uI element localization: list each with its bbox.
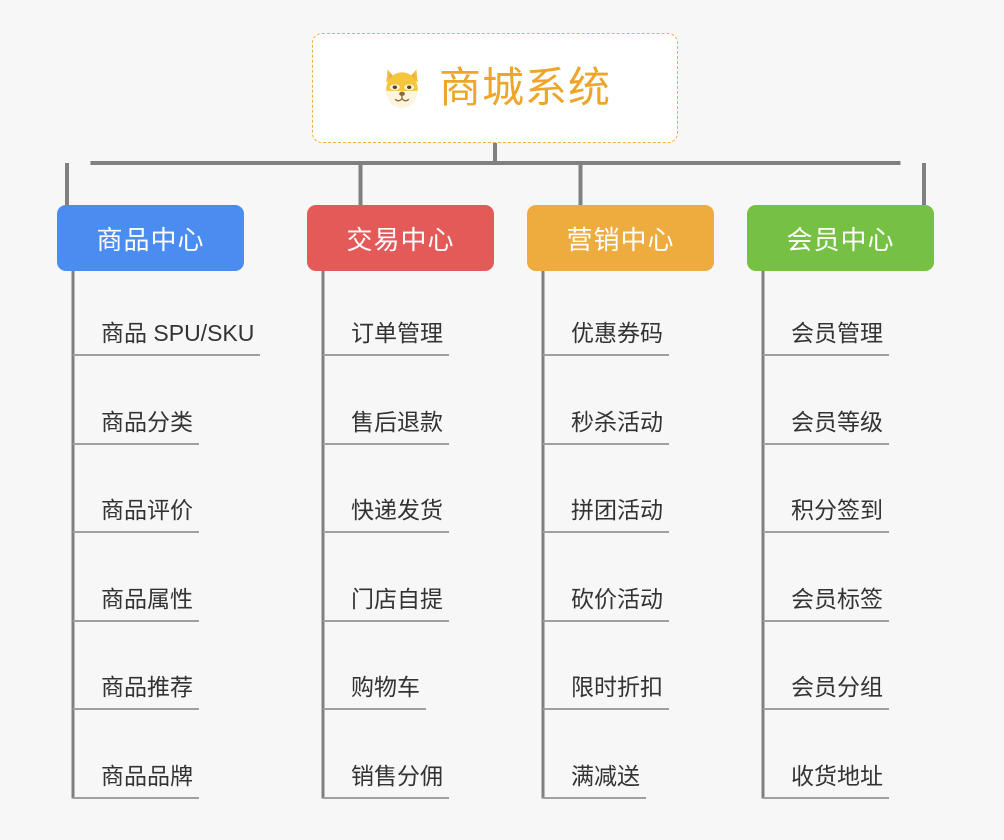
leaf-item-label: 快递发货 bbox=[323, 495, 449, 533]
leaf-item[interactable]: 限时折扣 bbox=[543, 664, 669, 710]
leaf-item-label: 售后退款 bbox=[323, 407, 449, 445]
leaf-item-label: 会员标签 bbox=[763, 584, 889, 622]
leaf-item-label: 商品分类 bbox=[73, 407, 199, 445]
leaf-item-label: 商品 SPU/SKU bbox=[73, 318, 261, 356]
category-header-member-center[interactable]: 会员中心 bbox=[747, 205, 934, 271]
leaf-item[interactable]: 商品属性 bbox=[73, 576, 199, 622]
leaf-item-label: 商品属性 bbox=[73, 584, 199, 622]
leaf-item-label: 购物车 bbox=[323, 672, 426, 710]
leaf-item-label: 商品品牌 bbox=[73, 761, 199, 799]
leaf-item-label: 优惠券码 bbox=[543, 318, 669, 356]
leaf-item[interactable]: 秒杀活动 bbox=[543, 399, 669, 445]
leaf-item[interactable]: 会员管理 bbox=[763, 310, 889, 356]
leaf-item-label: 销售分佣 bbox=[323, 761, 449, 799]
leaf-item-label: 门店自提 bbox=[323, 584, 449, 622]
leaf-item[interactable]: 拼团活动 bbox=[543, 487, 669, 533]
leaf-item[interactable]: 会员等级 bbox=[763, 399, 889, 445]
leaf-item[interactable]: 商品推荐 bbox=[73, 664, 199, 710]
leaf-item[interactable]: 商品评价 bbox=[73, 487, 199, 533]
shiba-dog-icon bbox=[386, 69, 418, 109]
leaf-item-label: 订单管理 bbox=[323, 318, 449, 356]
leaf-item[interactable]: 订单管理 bbox=[323, 310, 449, 356]
leaf-item-label: 秒杀活动 bbox=[543, 407, 669, 445]
category-header-label: 交易中心 bbox=[346, 224, 455, 255]
category-header-label: 会员中心 bbox=[786, 224, 895, 255]
leaf-item[interactable]: 销售分佣 bbox=[323, 753, 449, 799]
leaf-item[interactable]: 会员标签 bbox=[763, 576, 889, 622]
leaf-item[interactable]: 砍价活动 bbox=[543, 576, 669, 622]
root-node[interactable]: 商城系统 bbox=[312, 33, 678, 143]
leaf-item[interactable]: 满减送 bbox=[543, 753, 646, 799]
leaf-item-label: 满减送 bbox=[543, 761, 646, 799]
leaf-item-label: 拼团活动 bbox=[543, 495, 669, 533]
leaf-item-label: 会员管理 bbox=[763, 318, 889, 356]
category-header-marketing-center[interactable]: 营销中心 bbox=[527, 205, 714, 271]
leaf-item-label: 商品推荐 bbox=[73, 672, 199, 710]
leaf-item-label: 商品评价 bbox=[73, 495, 199, 533]
leaf-item[interactable]: 商品 SPU/SKU bbox=[73, 310, 261, 356]
leaf-item-label: 会员等级 bbox=[763, 407, 889, 445]
leaf-item[interactable]: 购物车 bbox=[323, 664, 426, 710]
leaf-item-label: 收货地址 bbox=[763, 761, 889, 799]
root-title: 商城系统 bbox=[438, 64, 611, 111]
leaf-item[interactable]: 收货地址 bbox=[763, 753, 889, 799]
category-header-label: 营销中心 bbox=[566, 224, 675, 255]
leaf-item[interactable]: 商品分类 bbox=[73, 399, 199, 445]
category-header-trade-center[interactable]: 交易中心 bbox=[307, 205, 494, 271]
leaf-item[interactable]: 商品品牌 bbox=[73, 753, 199, 799]
leaf-item[interactable]: 快递发货 bbox=[323, 487, 449, 533]
leaf-item-label: 砍价活动 bbox=[543, 584, 669, 622]
leaf-item[interactable]: 优惠券码 bbox=[543, 310, 669, 356]
leaf-item[interactable]: 积分签到 bbox=[763, 487, 889, 533]
category-header-product-center[interactable]: 商品中心 bbox=[57, 205, 244, 271]
leaf-item-label: 积分签到 bbox=[763, 495, 889, 533]
leaf-item[interactable]: 会员分组 bbox=[763, 664, 889, 710]
leaf-item-label: 限时折扣 bbox=[543, 672, 669, 710]
leaf-item[interactable]: 售后退款 bbox=[323, 399, 449, 445]
category-header-label: 商品中心 bbox=[96, 224, 205, 255]
leaf-item-label: 会员分组 bbox=[763, 672, 889, 710]
leaf-item[interactable]: 门店自提 bbox=[323, 576, 449, 622]
